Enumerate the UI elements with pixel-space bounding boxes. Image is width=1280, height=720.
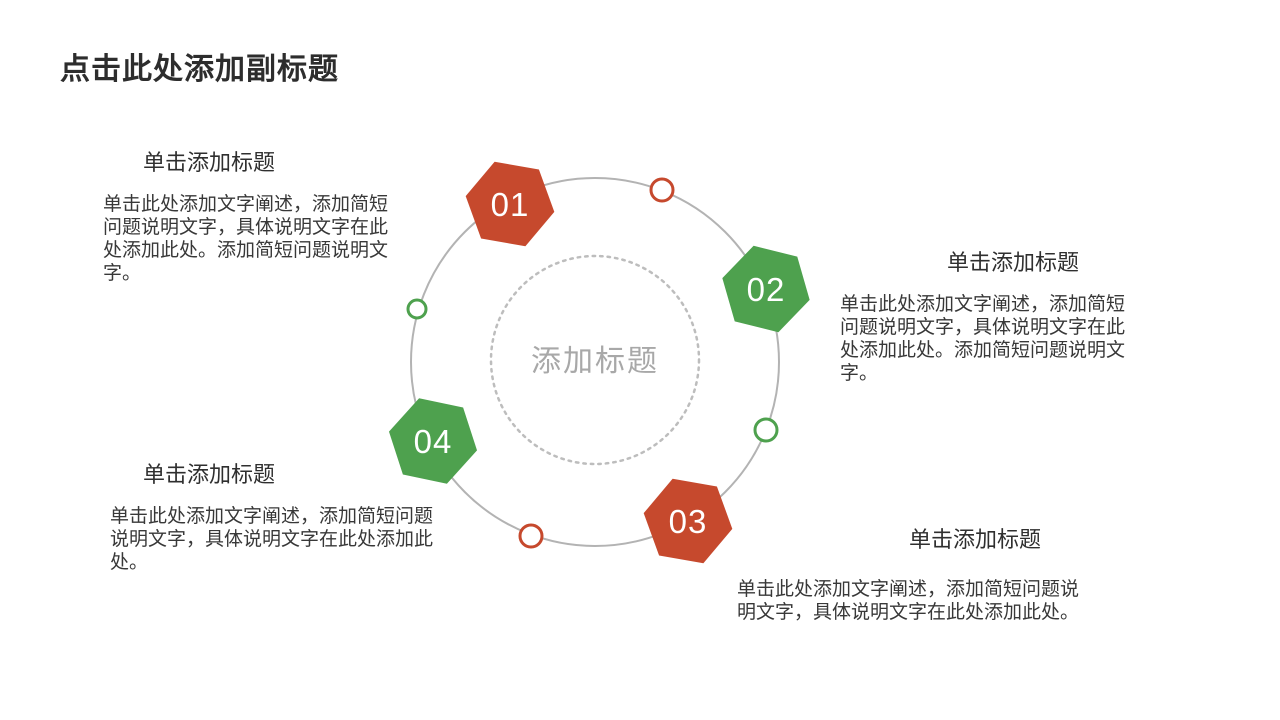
hexagon-shape-01[interactable]: [459, 158, 561, 250]
hex-number-04: 04: [414, 423, 453, 460]
hex-node-03[interactable]: 03: [637, 475, 739, 567]
ring-dot-bottom: [518, 523, 544, 549]
text-block-4: 单击添加标题 单击此处添加文字阐述，添加简短问题说明文字，具体说明文字在此处添加…: [737, 527, 1097, 624]
block-1-body-placeholder[interactable]: 单击此处添加文字阐述，添加简短问题说明文字，具体说明文字在此处添加此处。添加简短…: [103, 194, 389, 284]
ring-dot-right: [753, 417, 779, 443]
ring-dot-top: [649, 177, 675, 203]
block-4-body-placeholder[interactable]: 单击此处添加文字阐述，添加简短问题说明文字，具体说明文字在此处添加此处。: [737, 579, 1080, 623]
inner-dotted-circle: [489, 254, 701, 466]
hex-number-01: 01: [491, 186, 530, 223]
block-2-body-placeholder[interactable]: 单击此处添加文字阐述，添加简短问题说明文字，具体说明文字在此处添加此处。添加简短…: [840, 294, 1126, 384]
ring-dot-left: [406, 298, 428, 320]
outer-ring-circle: [410, 177, 780, 547]
block-4-heading-placeholder[interactable]: 单击添加标题: [909, 527, 1042, 552]
hex-number-03: 03: [669, 503, 708, 540]
block-1-heading-placeholder[interactable]: 单击添加标题: [143, 150, 276, 175]
block-3-body-placeholder[interactable]: 单击此处添加文字阐述，添加简短问题说明文字，具体说明文字在此处添加此处。: [110, 506, 434, 573]
hexagon-shape-02[interactable]: [713, 240, 819, 337]
center-title-placeholder[interactable]: 添加标题: [531, 345, 659, 378]
hexagon-shape-03[interactable]: [637, 475, 739, 567]
block-2-heading-placeholder[interactable]: 单击添加标题: [947, 250, 1080, 275]
text-block-3: 单击添加标题 单击此处添加文字阐述，添加简短问题说明文字，具体说明文字在此处添加…: [110, 462, 446, 574]
hex-node-01[interactable]: 01: [459, 158, 561, 250]
hex-node-02[interactable]: 02: [713, 240, 819, 337]
text-block-1: 单击添加标题 单击此处添加文字阐述，添加简短问题说明文字，具体说明文字在此处添加…: [103, 150, 403, 285]
text-block-2: 单击添加标题 单击此处添加文字阐述，添加简短问题说明文字，具体说明文字在此处添加…: [840, 250, 1140, 385]
hexagon-shape-04[interactable]: [381, 394, 485, 489]
block-3-heading-placeholder[interactable]: 单击添加标题: [143, 462, 276, 487]
hex-number-02: 02: [747, 271, 786, 308]
slide-subtitle-placeholder[interactable]: 点击此处添加副标题: [60, 53, 339, 86]
hex-node-04[interactable]: 04: [381, 394, 485, 489]
